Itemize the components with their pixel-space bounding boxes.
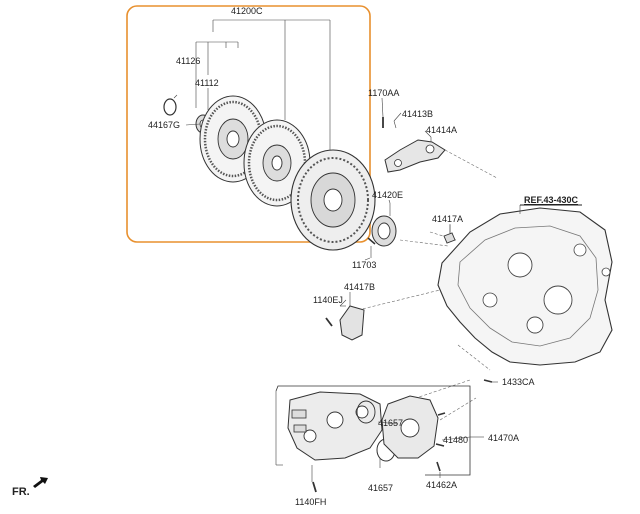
label-leaders (185, 97, 498, 478)
label-11703: 11703 (352, 260, 376, 270)
front-indicator: FR. (12, 477, 48, 498)
pressure-plate[interactable] (290, 149, 376, 251)
label-1433ca: 1433CA (502, 377, 535, 387)
label-41462a: 41462A (426, 480, 457, 490)
label-44167g: 44167G (148, 120, 180, 130)
label-ref[interactable]: REF.43-430C (524, 195, 579, 205)
label-41200c: 41200C (231, 6, 263, 16)
label-41126: 41126 (176, 56, 200, 66)
label-41480: 41480 (443, 435, 468, 445)
actuator-bracket-box (275, 385, 484, 482)
clutch-set-highlight[interactable] (126, 5, 371, 243)
release-bearing[interactable] (371, 203, 397, 247)
label-41414a: 41414A (426, 125, 457, 135)
part-41417a-clip[interactable] (443, 224, 456, 244)
label-front: FR. (12, 486, 30, 498)
bolt-11703[interactable] (367, 237, 376, 258)
label-41657-bottom: 41657 (368, 483, 393, 493)
label-41413b: 41413B (402, 109, 433, 119)
label-41112: 41112 (195, 78, 219, 88)
bolt-1433ca[interactable] (483, 379, 493, 383)
actuator-assembly[interactable] (287, 391, 396, 462)
label-1170aa: 1170AA (368, 88, 399, 98)
transmission-housing[interactable] (437, 204, 613, 366)
cover-41480[interactable] (381, 395, 446, 472)
arrow-icon (33, 477, 48, 488)
bracket-41417b[interactable] (325, 292, 365, 341)
label-41420e: 41420E (372, 190, 403, 200)
label-41657-top: 41657 (378, 418, 403, 428)
label-1140fh: 1140FH (295, 497, 326, 507)
label-41417a: 41417A (432, 214, 463, 224)
label-41470a: 41470A (488, 433, 519, 443)
circlip-part[interactable] (163, 94, 178, 116)
clutch-set-leader (195, 19, 331, 150)
release-fork[interactable] (382, 117, 446, 173)
label-41417b: 41417B (344, 282, 375, 292)
label-1140ej: 1140EJ (313, 295, 343, 305)
bolt-1140fh[interactable] (312, 481, 317, 493)
